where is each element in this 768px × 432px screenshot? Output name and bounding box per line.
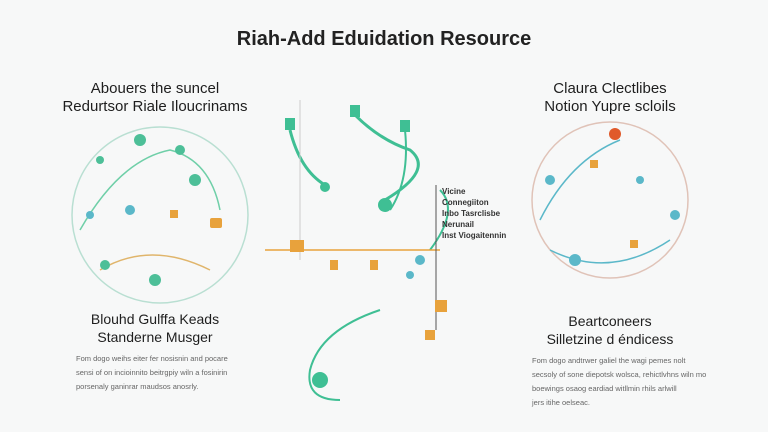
center-flow-diagram	[265, 100, 449, 401]
side-note: Inst Viogaitennin	[442, 231, 507, 240]
left-heading-line: Abouers the suncel	[90, 80, 220, 97]
left-heading: Abouers the suncel Redurtsor Riale Ilouc…	[40, 80, 270, 116]
right-body: Fom dogo andtrwer galiel the wagi pemes …	[532, 354, 706, 410]
left-subheading-line: Blouhd Gulffa Keads	[90, 311, 220, 327]
right-circle-diagram	[531, 121, 689, 279]
right-body-line: secsoly of sone diepotsk wolsca, rehictl…	[532, 370, 707, 379]
right-heading-line: Notion Yupre scloils	[544, 98, 676, 115]
right-subheading: Beartconeers Silletzine d éndicess	[495, 312, 725, 348]
left-heading-line: Redurtsor Riale Iloucrinams	[62, 98, 248, 115]
left-subheading-line: Standerne Musger	[97, 329, 213, 345]
side-note: Connegiiton	[442, 198, 489, 207]
right-body-line: jers itihe oelseac.	[532, 398, 590, 407]
right-subheading-line: Silletzine d éndicess	[546, 331, 674, 347]
left-body: Fom dogo weihs eiter fer nosisnin and po…	[76, 352, 228, 394]
left-circle-diagram	[71, 126, 249, 304]
right-body-line: Fom dogo andtrwer galiel the wagi pemes …	[532, 356, 686, 365]
right-heading-line: Claura Clectlibes	[553, 80, 667, 97]
side-note: Inbo Tasrclisbe	[442, 209, 501, 218]
right-body-line: boewings osaog eardiad witllmin rhils ar…	[532, 384, 677, 393]
right-subheading-line: Beartconeers	[568, 313, 652, 329]
left-body-line: Fom dogo weihs eiter fer nosisnin and po…	[76, 354, 228, 363]
page-title: Riah-Add Eduidation Resource	[236, 28, 532, 50]
right-heading: Claura Clectlibes Notion Yupre scloils	[495, 80, 725, 116]
left-subheading: Blouhd Gulffa Keads Standerne Musger	[40, 310, 270, 346]
side-note: Nerunail	[442, 220, 475, 229]
side-note: Vicine	[442, 187, 466, 196]
center-side-notes: Vicine Connegiiton Inbo Tasrclisbe Nerun…	[442, 186, 506, 241]
left-body-line: sensi of on incioinnito beitrgpiy wiln a…	[76, 368, 228, 377]
left-body-line: porsenaly ganinrar maudsos anosrly.	[76, 382, 199, 391]
